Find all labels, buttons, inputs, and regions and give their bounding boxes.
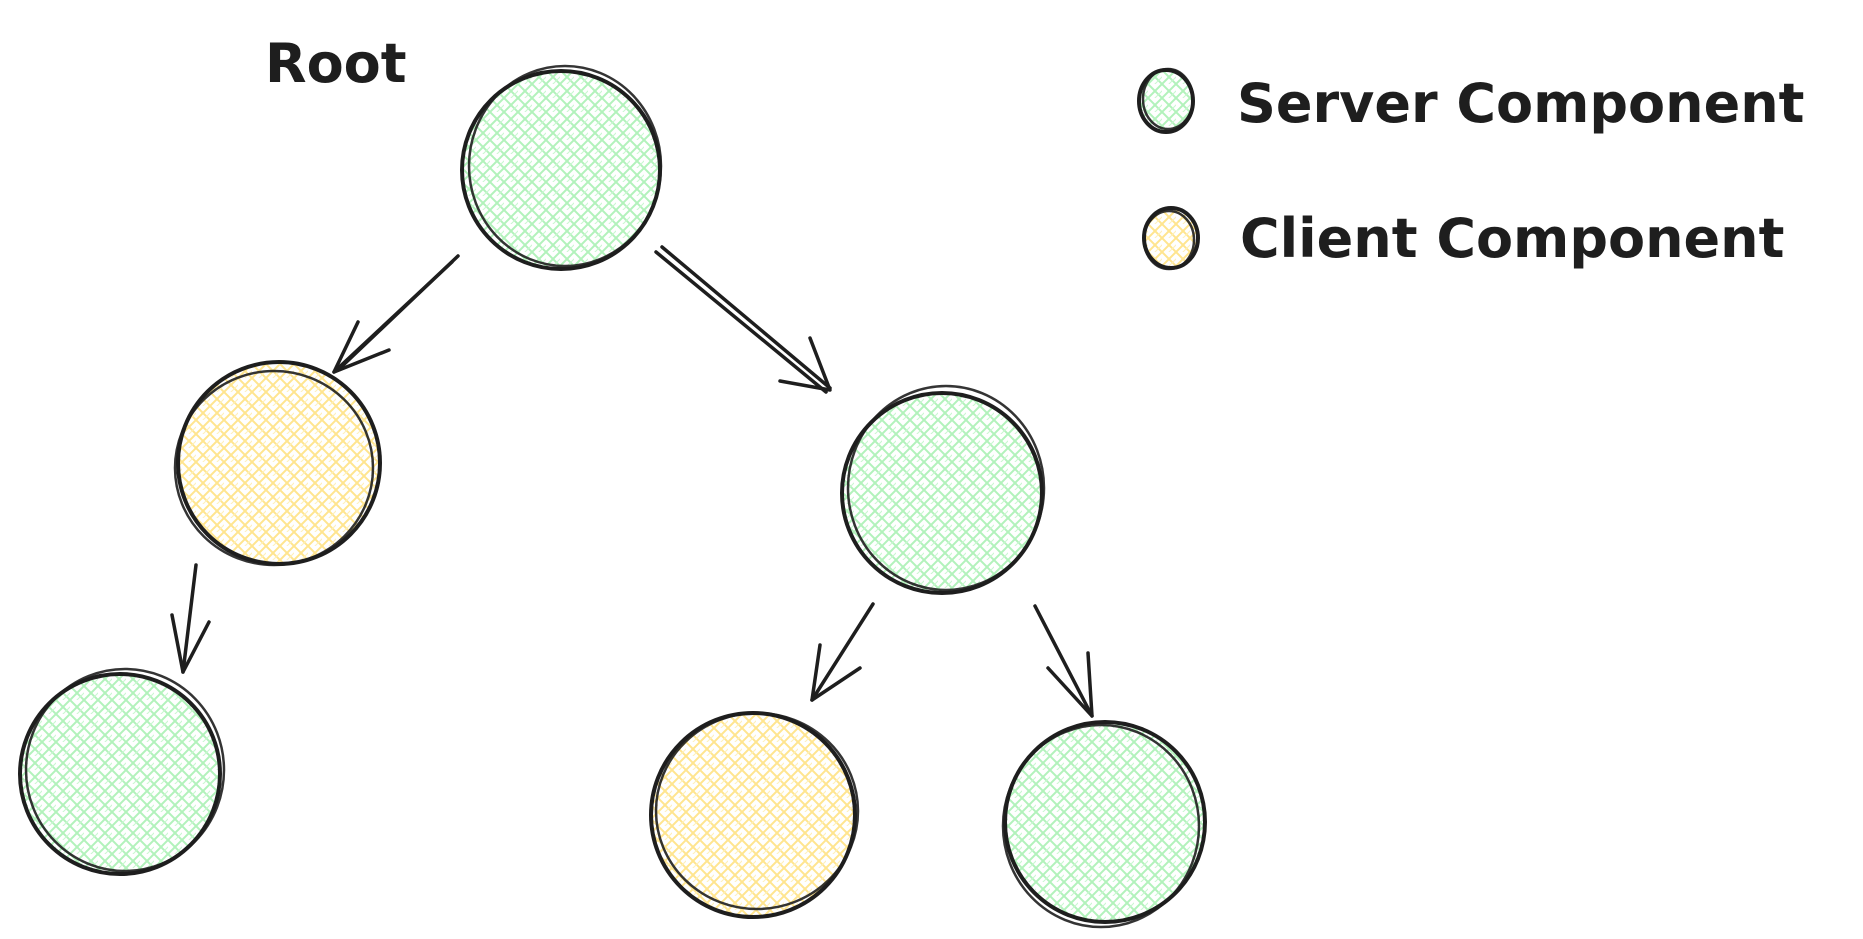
edge-right-child-to-right-left-grandchild: [810, 602, 875, 702]
edge-right-child-to-right-right-grandchild: [1033, 604, 1094, 718]
edge-root-to-left-child: [332, 254, 460, 374]
node-root: [460, 64, 663, 271]
node-right-right-grandchild: [1001, 720, 1207, 929]
node-right-child: [840, 384, 1046, 595]
legend-item-client: Client Component: [1142, 206, 1784, 271]
legend-label-server: Server Component: [1237, 72, 1804, 135]
edge-left-child-to-left-grandchild: [170, 563, 211, 674]
legend-label-client: Client Component: [1240, 207, 1784, 270]
node-left-child: [173, 360, 382, 567]
root-label: Root: [265, 32, 407, 95]
legend-item-server: Server Component: [1137, 67, 1804, 135]
legend: Server Component Client Component: [1137, 67, 1804, 271]
edge-root-to-right-child: [654, 245, 832, 394]
node-right-left-grandchild: [649, 711, 860, 919]
node-left-grandchild: [18, 667, 226, 876]
